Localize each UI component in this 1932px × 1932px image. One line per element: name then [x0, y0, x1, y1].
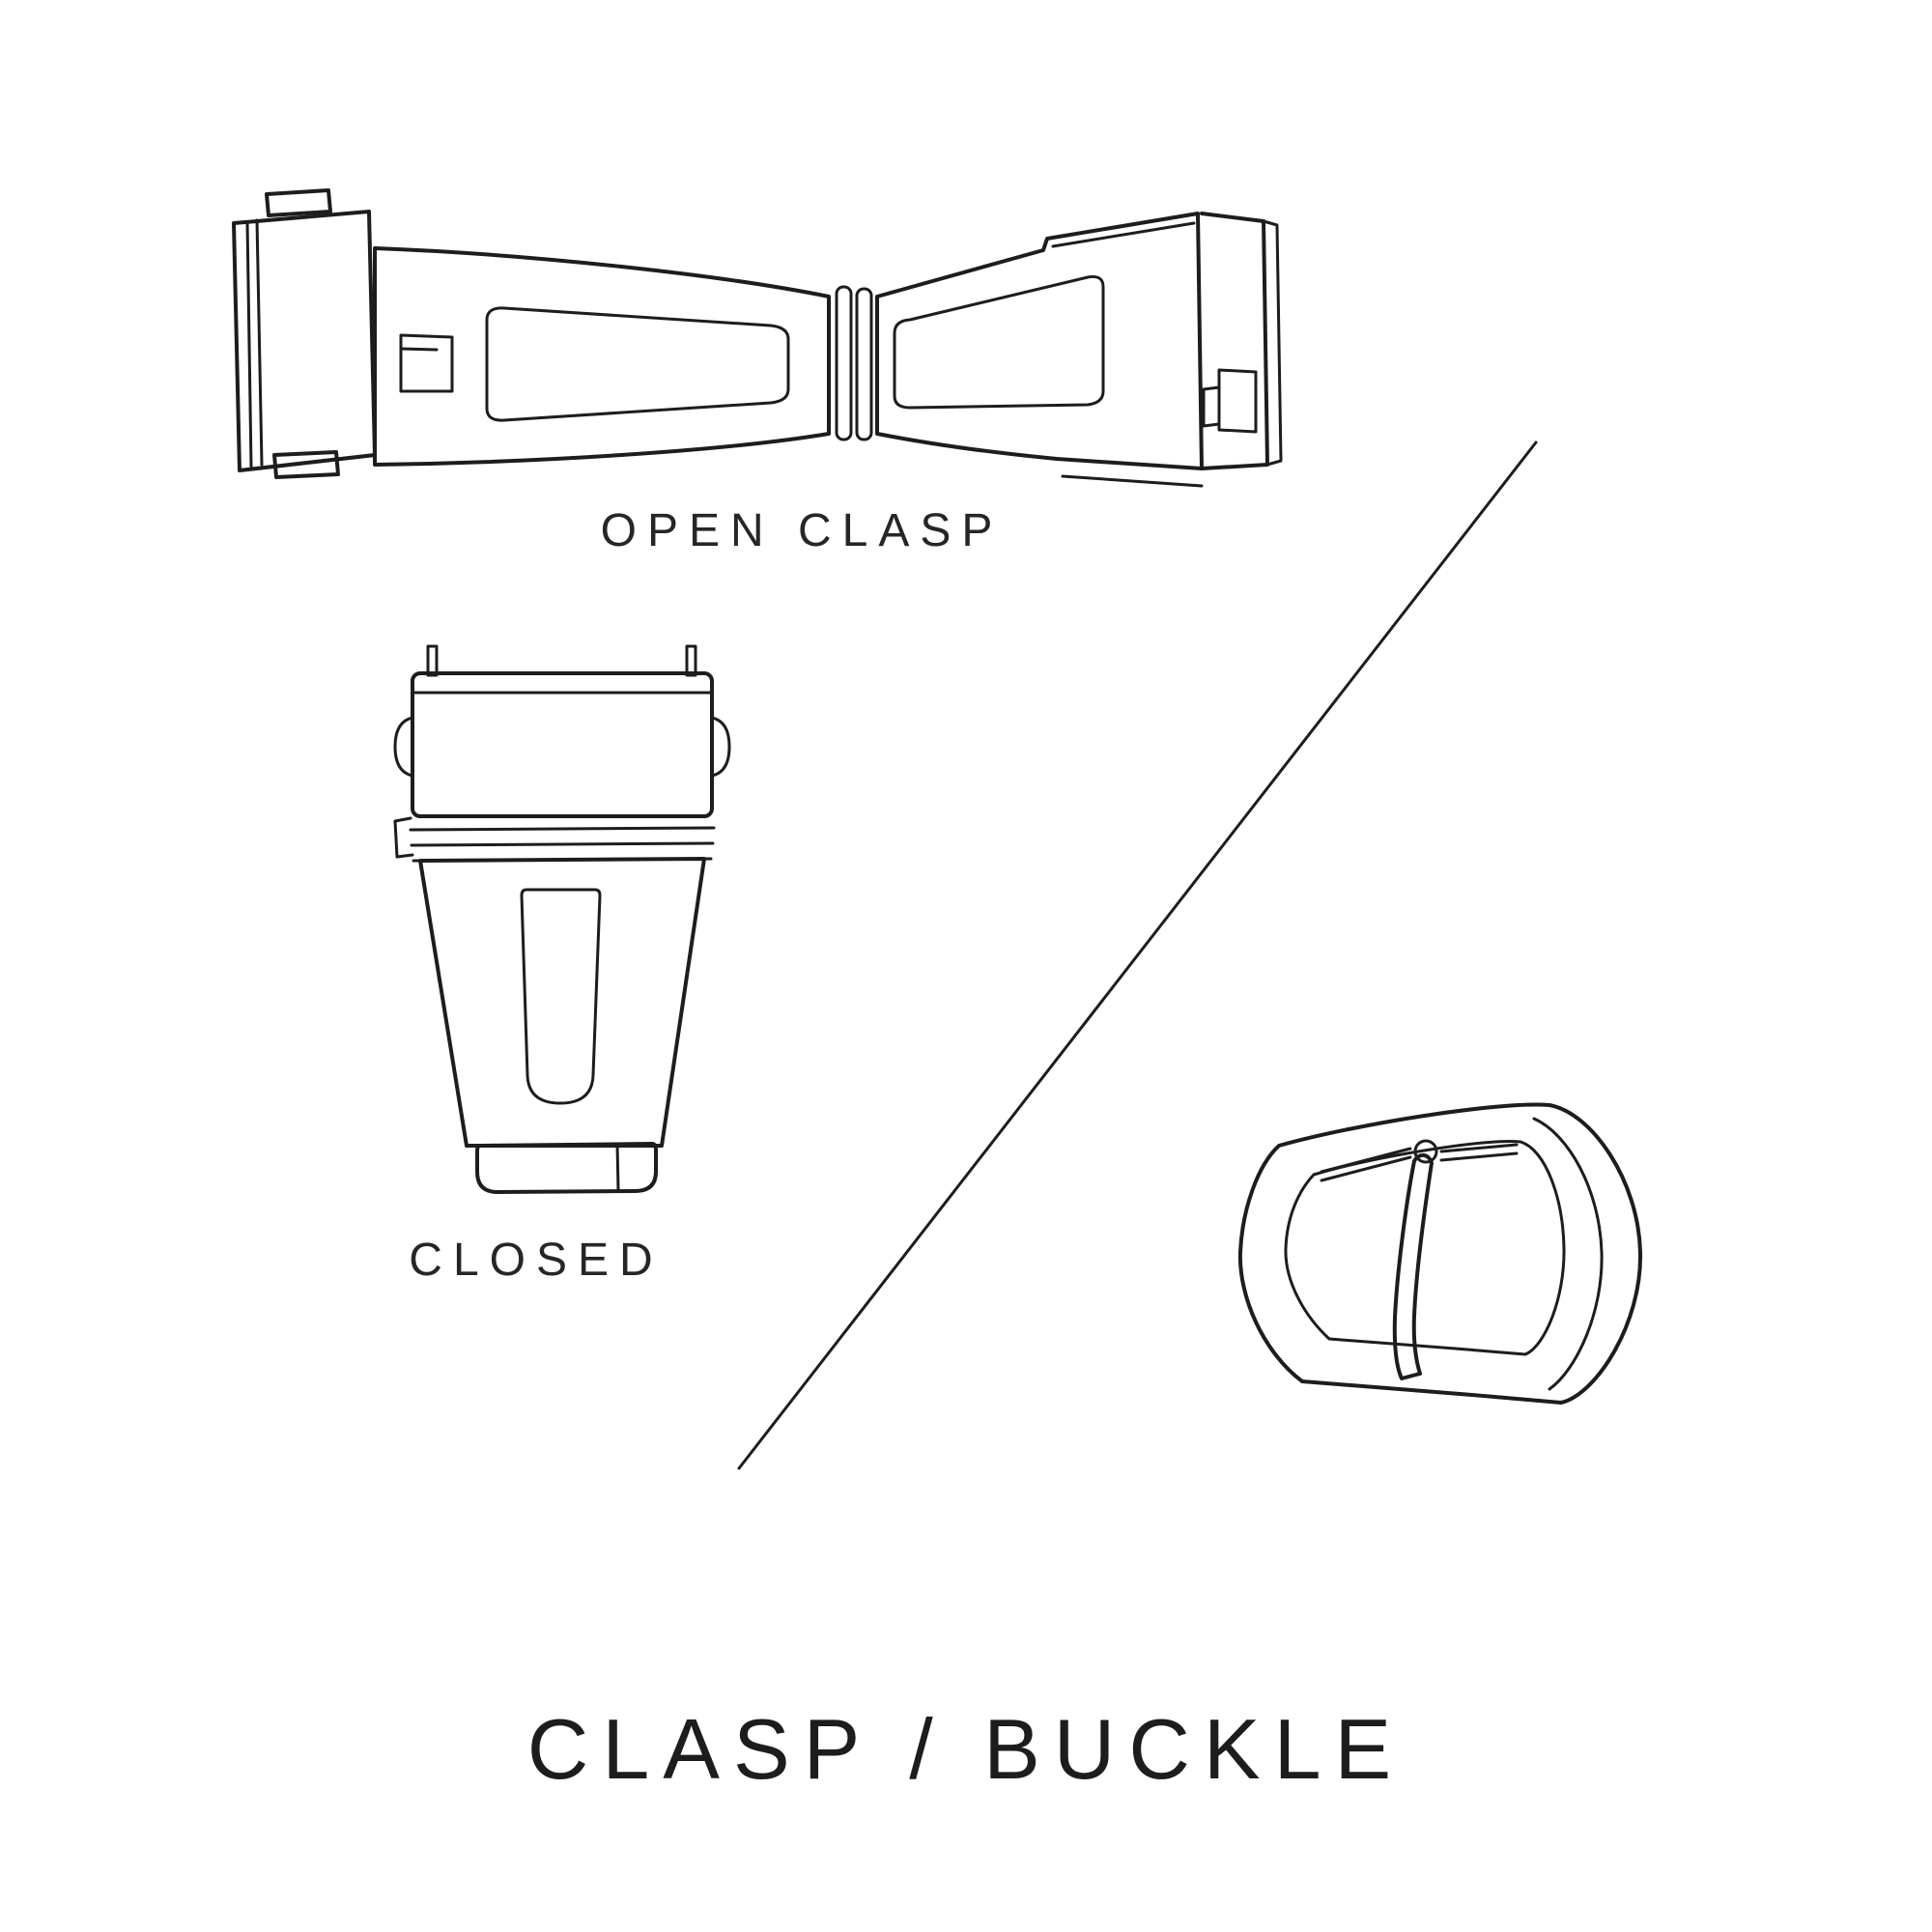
clasp-right-arm [875, 212, 1283, 488]
tang-buckle-drawing [1237, 1102, 1643, 1405]
clasp-foot [475, 1142, 658, 1194]
closed-clasp-illustration [382, 642, 749, 1222]
clasp-body [418, 857, 706, 1148]
clasp-prongs [426, 644, 697, 677]
open-clasp-drawing [232, 188, 1283, 488]
tang-buckle-illustration [1209, 1063, 1663, 1449]
open-clasp-label: OPEN CLASP [600, 505, 1004, 556]
buckle-frame [1237, 1102, 1643, 1405]
divider-drawing [737, 440, 1538, 1470]
clasp-left-end-link [232, 188, 377, 479]
buckle-crossbar [1320, 1139, 1519, 1182]
open-clasp-illustration [203, 150, 1343, 536]
clasp-hinge [835, 285, 873, 441]
page-title: CLASP / BUCKLE [526, 1701, 1406, 1797]
closed-clasp-label: CLOSED [409, 1235, 664, 1286]
clasp-bands [393, 816, 716, 863]
closed-clasp-drawing [393, 644, 731, 1194]
buckle-pin [1392, 1152, 1434, 1380]
diagonal-divider-line [729, 433, 1550, 1476]
clasp-cover [393, 671, 731, 818]
clasp-left-arm [373, 246, 831, 467]
